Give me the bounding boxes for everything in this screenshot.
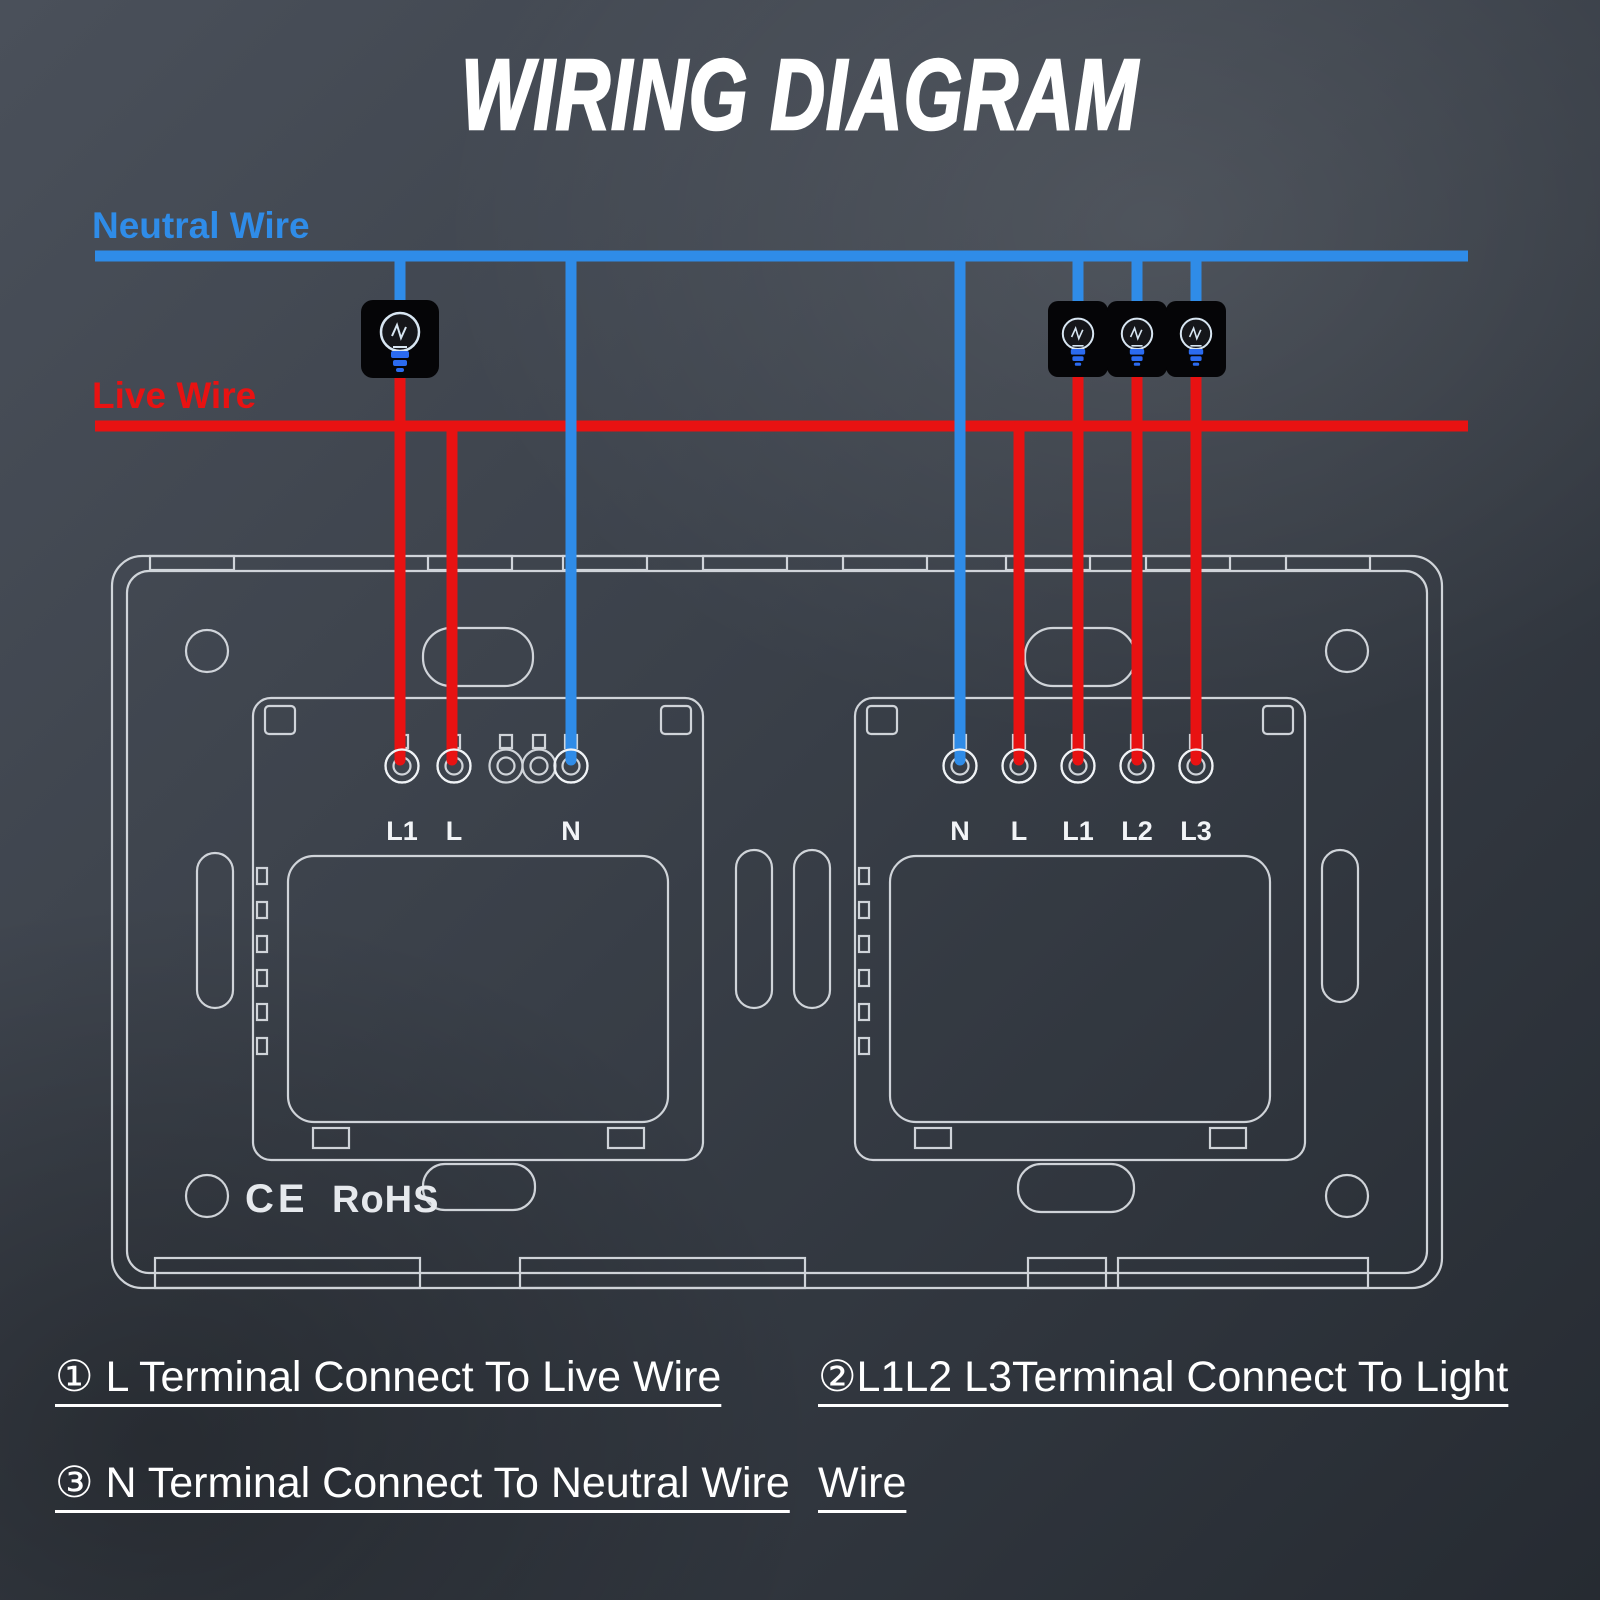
page-title: WIRING DIAGRAM xyxy=(0,38,1600,153)
terminal-label-n: N xyxy=(561,816,581,846)
right-terminal-labels: N L L1 L2 L3 xyxy=(950,816,1212,846)
screw-hole xyxy=(1324,1173,1370,1219)
left-terminal-labels: L1 L N xyxy=(386,816,581,846)
plate-bottom-notch xyxy=(153,1256,422,1290)
certification-marks: CE RoHS xyxy=(245,1177,439,1221)
plate-top-notch xyxy=(561,554,649,572)
light-bulb-icon xyxy=(361,300,439,378)
neutral-wire-label: Neutral Wire xyxy=(92,205,310,246)
plate-top-notch xyxy=(701,554,789,572)
plate-clip xyxy=(1320,848,1360,1004)
light-bulb-icons xyxy=(361,300,1226,378)
plate-top-notch xyxy=(1144,554,1232,572)
plate-top-notch xyxy=(1284,554,1372,572)
plate-bottom-bump xyxy=(1016,1162,1136,1214)
terminal-label-l1: L1 xyxy=(386,816,418,846)
right-switch-module xyxy=(853,696,1307,1162)
plate-bottom-notch xyxy=(1116,1256,1370,1290)
terminal-label-l1: L1 xyxy=(1062,816,1094,846)
plate-top-notch xyxy=(1004,554,1092,572)
plate-top-bump xyxy=(421,626,535,688)
plate-top-notch xyxy=(841,554,929,572)
note-l1l2l3-terminal-cont: Wire xyxy=(818,1459,907,1507)
terminal-unused xyxy=(488,748,524,784)
plate-bottom-notch xyxy=(518,1256,807,1290)
plate-clip xyxy=(792,848,832,1010)
live-wire-label: Live Wire xyxy=(92,375,256,416)
note-l-terminal: ① L Terminal Connect To Live Wire xyxy=(55,1353,722,1401)
plate-bottom-notch xyxy=(1026,1256,1108,1290)
rohs-mark: RoHS xyxy=(332,1179,439,1221)
left-switch-module xyxy=(251,696,705,1162)
terminal-label-l2: L2 xyxy=(1121,816,1153,846)
plate-clip xyxy=(734,848,774,1010)
terminal-label-l: L xyxy=(1011,816,1028,846)
terminal-unused xyxy=(521,748,557,784)
neutral-wire-paths xyxy=(95,250,1468,766)
wall-plate-outline xyxy=(110,554,1444,1290)
plate-top-notch xyxy=(148,554,236,572)
screw-hole xyxy=(184,628,230,674)
live-wire-paths xyxy=(95,362,1468,766)
plate-clip xyxy=(195,851,235,1010)
terminal-label-l3: L3 xyxy=(1180,816,1212,846)
page-title-text: WIRING DIAGRAM xyxy=(460,38,1139,153)
plate-bottom-bump xyxy=(421,1162,537,1212)
terminal-rings-overlay xyxy=(384,748,1214,784)
light-bulb-icon xyxy=(1048,301,1108,377)
light-bulb-icon xyxy=(1107,301,1167,377)
note-l1l2l3-terminal: ②L1L2 L3Terminal Connect To Light xyxy=(818,1353,1509,1401)
light-bulb-icon xyxy=(1166,301,1226,377)
terminal-label-n: N xyxy=(950,816,970,846)
screw-hole xyxy=(1324,628,1370,674)
plate-top-notch xyxy=(426,554,514,572)
ce-mark: CE xyxy=(245,1177,309,1221)
screw-hole xyxy=(184,1173,230,1219)
note-n-terminal: ③ N Terminal Connect To Neutral Wire xyxy=(55,1459,790,1507)
terminal-label-l: L xyxy=(446,816,463,846)
